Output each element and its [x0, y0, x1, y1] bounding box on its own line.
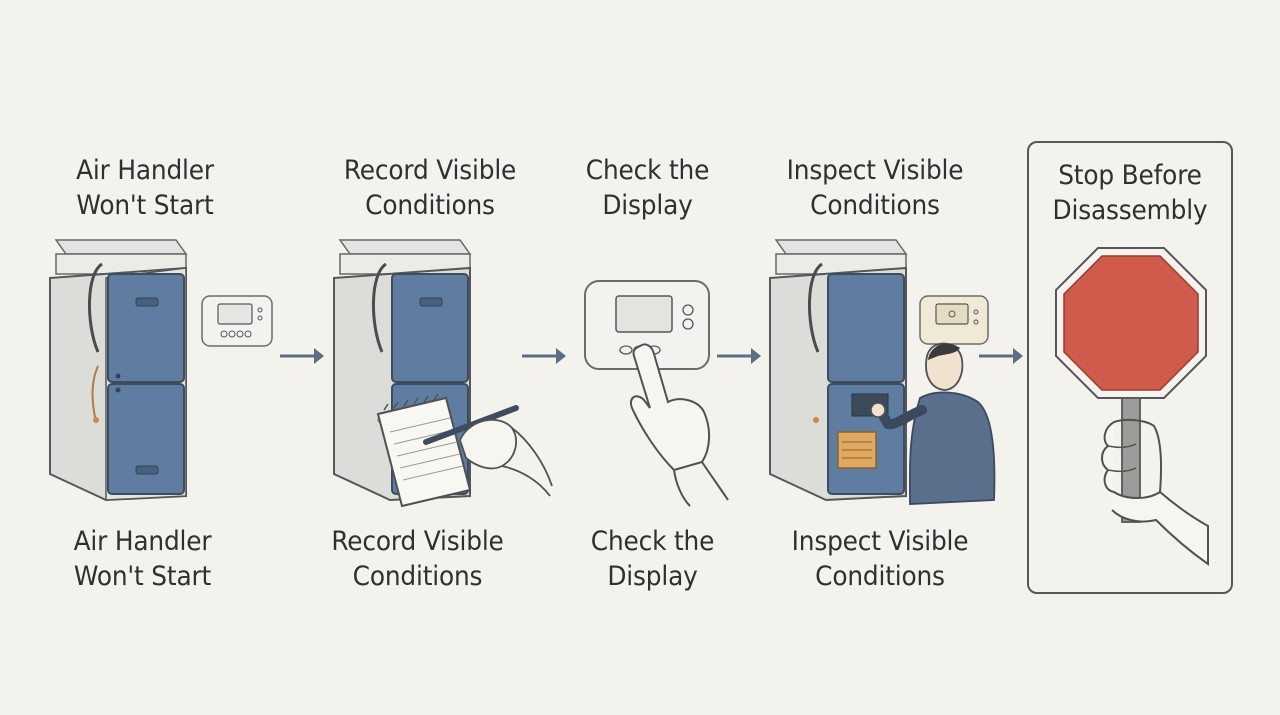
arrow-right-icon	[280, 348, 324, 364]
stop-panel-frame	[1027, 141, 1233, 594]
hand-icon	[630, 343, 729, 507]
step1-bottom-title: Air Handler Won't Start	[73, 526, 212, 592]
arrow-right-icon	[979, 348, 1023, 364]
step2-top-title: Record Visible Conditions	[343, 155, 517, 221]
air-handler-icon	[49, 239, 188, 502]
step2-bottom-title: Record Visible Conditions	[331, 526, 504, 592]
arrow-right-icon	[522, 348, 566, 364]
arrow-right-icon	[717, 348, 761, 364]
step3-bottom-title: Check the Display	[590, 526, 715, 592]
thermostat-icon	[919, 295, 989, 345]
step4-top-title: Inspect Visible Conditions	[786, 155, 964, 221]
step1-top-title: Air Handler Won't Start	[76, 155, 214, 221]
pen-icon	[423, 405, 553, 497]
step5-top-title: Stop Before Disassembly	[1052, 160, 1208, 226]
step4-bottom-title: Inspect Visible Conditions	[791, 526, 969, 592]
technician-icon	[870, 342, 996, 505]
step3-top-title: Check the Display	[585, 155, 710, 221]
stop-sign-icon	[1055, 247, 1209, 566]
thermostat-icon	[201, 295, 273, 347]
